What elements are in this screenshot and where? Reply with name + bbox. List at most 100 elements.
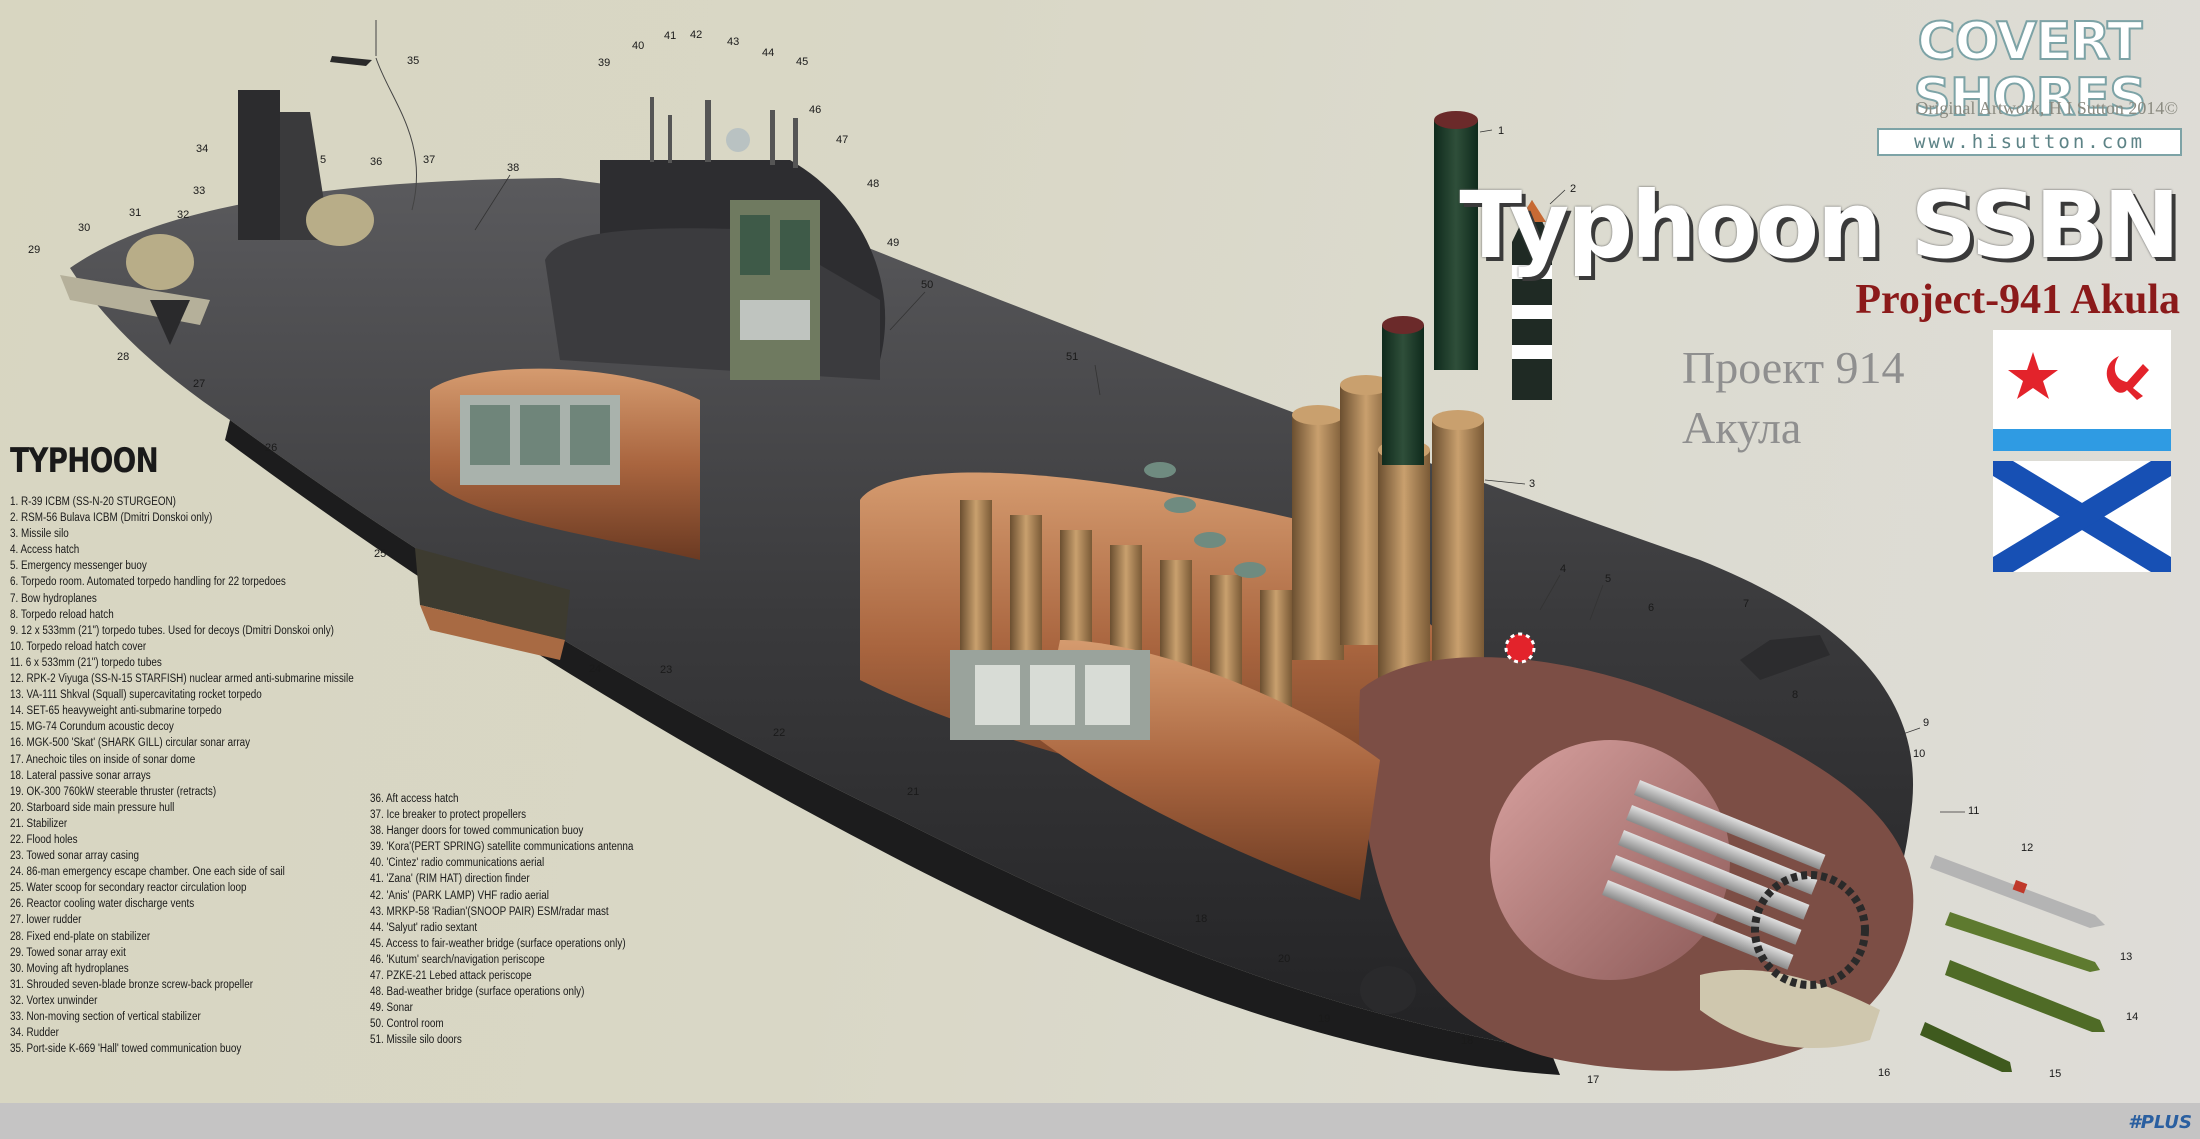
page-title: Typhoon SSBN — [1459, 172, 2180, 279]
legend-item: 4. Access hatch — [10, 544, 80, 557]
legend-item: 20. Starboard side main pressure hull — [10, 801, 175, 814]
legend-item: 40. 'Cintez' radio communications aerial — [370, 857, 545, 870]
legend-item: 41. 'Zana' (RIM HAT) direction finder — [370, 873, 530, 886]
legend-item: 6. Torpedo room. Automated torpedo handl… — [10, 576, 286, 589]
callout-24: 24 — [589, 663, 601, 675]
legend-heading: TYPHOON — [10, 441, 159, 481]
legend-item: 37. Ice breaker to protect propellers — [370, 809, 527, 822]
bow-section — [1359, 632, 1914, 1071]
callout-17: 17 — [1587, 1074, 1599, 1086]
callout-11: 11 — [1968, 805, 1979, 817]
callout-33: 33 — [193, 185, 205, 197]
legend-item: 29. Towed sonar array exit — [10, 946, 126, 959]
legend-item: 24. 86-man emergency escape chamber. One… — [10, 866, 285, 879]
legend-column-1: 1. R-39 ICBM (SS-N-20 STURGEON) 2. RSM-56… — [10, 494, 410, 1057]
callout-49: 49 — [887, 237, 899, 249]
callout-30: 30 — [78, 222, 90, 234]
torpedoes — [1920, 855, 2105, 1072]
callout-42: 42 — [690, 29, 702, 41]
callout-23: 23 — [660, 664, 672, 676]
icbm-missiles — [1434, 111, 1552, 400]
legend-item: 44. 'Salyut' radio sextant — [370, 921, 478, 934]
legend-item: 45. Access to fair-weather bridge (surfa… — [370, 937, 626, 950]
callout-29: 29 — [28, 244, 40, 256]
legend-item: 25. Water scoop for secondary reactor ci… — [10, 882, 247, 895]
legend-item: 42. 'Anis' (PARK LAMP) VHF radio aerial — [370, 889, 549, 902]
leader-lines — [474, 129, 1965, 813]
callout-34: 34 — [196, 143, 208, 155]
legend-item: 50. Control room — [370, 1018, 444, 1031]
callout-48: 48 — [867, 178, 879, 190]
callout-50: 50 — [921, 279, 933, 291]
brand-name: COVERT SHORES — [1912, 12, 2147, 128]
legend-item: 38. Hanger doors for towed communication… — [370, 825, 584, 838]
towed-buoy — [330, 20, 417, 211]
callout-38: 38 — [507, 162, 519, 174]
russian-name-line1: Проект 914 — [1682, 342, 1905, 393]
legend-item: 19. OK-300 760kW steerable thruster (ret… — [10, 785, 217, 798]
legend-item: 3. Missile silo — [10, 528, 69, 541]
callout-1: 1 — [1498, 125, 1504, 137]
callout-15: 15 — [2049, 1068, 2061, 1080]
callout-19: 19 — [1318, 1013, 1330, 1025]
callout-26: 26 — [265, 442, 277, 454]
callout-40: 40 — [632, 40, 644, 52]
legend-item: 2. RSM-56 Bulava ICBM (Dmitri Donskoi on… — [10, 512, 213, 525]
callout-47: 47 — [836, 134, 848, 146]
callout-8: 8 — [1792, 689, 1798, 701]
legend-item: 14. SET-65 heavyweight anti-submarine to… — [10, 705, 222, 718]
legend-item: 18. Lateral passive sonar arrays — [10, 769, 151, 782]
callout-35: 35 — [407, 55, 419, 67]
legend-item: 7. Bow hydroplanes — [10, 592, 97, 605]
rear-pressure-hull — [430, 368, 700, 560]
legend-item: 10. Torpedo reload hatch cover — [10, 640, 147, 653]
callout-12: 12 — [2021, 842, 2033, 854]
callout-31: 31 — [129, 207, 141, 219]
callout-41: 41 — [664, 30, 676, 42]
callout-32: 32 — [177, 209, 189, 221]
callout-18b: 18 — [1461, 1035, 1473, 1047]
legend-item: 31. Shrouded seven-blade bronze screw-ba… — [10, 978, 254, 991]
russian-name: Проект 914 Акула — [1682, 338, 1905, 458]
sail — [545, 97, 886, 380]
callout-5-aft: 5 — [320, 154, 326, 166]
legend-item: 8. Torpedo reload hatch — [10, 608, 114, 621]
legend-item: 34. Rudder — [10, 1027, 59, 1040]
legend-item: 1. R-39 ICBM (SS-N-20 STURGEON) — [10, 496, 176, 508]
legend-item: 48. Bad-weather bridge (surface operatio… — [370, 986, 585, 999]
legend-item: 32. Vortex unwinder — [10, 994, 98, 1007]
callout-44: 44 — [762, 47, 774, 59]
legend-item: 11. 6 x 533mm (21") torpedo tubes — [10, 656, 162, 669]
legend-item: 23. Towed sonar array casing — [10, 850, 140, 863]
legend-item: 46. 'Kutum' search/navigation periscope — [370, 953, 545, 966]
callout-22: 22 — [773, 727, 785, 739]
callout-45: 45 — [796, 56, 808, 68]
callout-21: 21 — [907, 786, 919, 798]
callout-labels: 1 2 3 4 5 6 7 8 9 10 11 12 13 14 15 16 1… — [28, 29, 2138, 1086]
project-subtitle: Project-941 Akula — [1855, 277, 2180, 323]
callout-20: 20 — [1278, 953, 1290, 965]
legend-item: 16. MGK-500 'Skat' (SHARK GILL) circular… — [10, 737, 251, 750]
callout-36: 36 — [370, 156, 382, 168]
callout-9: 9 — [1923, 717, 1929, 729]
callout-18a: 18 — [1195, 913, 1207, 925]
legend-item: 21. Stabilizer — [10, 817, 68, 830]
legend-item: 51. Missile silo doors — [370, 1034, 462, 1047]
brand-url[interactable]: www.hisutton.com — [1877, 128, 2182, 156]
legend-item: 9. 12 x 533mm (21") torpedo tubes. Used … — [10, 624, 334, 637]
legend-item: 27. lower rudder — [10, 914, 82, 927]
callout-13: 13 — [2120, 951, 2132, 963]
legend-item: 26. Reactor cooling water discharge vent… — [10, 898, 195, 911]
artwork-credit: Original Artwork, H I Sutton 2014© — [1915, 98, 2178, 118]
callout-10: 10 — [1913, 748, 1925, 760]
soviet-navy-flag-icon — [1993, 330, 2171, 451]
covert-shores-logo[interactable]: COVERT SHORES www.hisutton.com — [1877, 12, 2182, 156]
forward-compartment — [950, 640, 1380, 900]
legend-item: 15. MG-74 Corundum acoustic decoy — [10, 721, 174, 734]
callout-43: 43 — [727, 36, 739, 48]
legend-item: 30. Moving aft hydroplanes — [10, 962, 129, 975]
callout-16: 16 — [1878, 1067, 1890, 1079]
callout-7: 7 — [1743, 598, 1749, 610]
